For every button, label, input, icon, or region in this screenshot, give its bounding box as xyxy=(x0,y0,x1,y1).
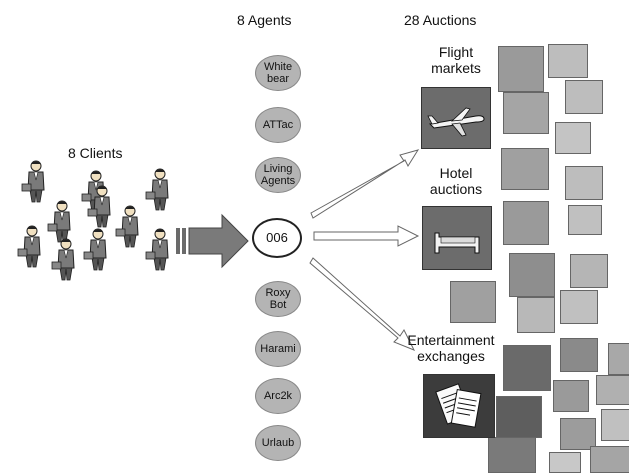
agent-label-line1: Living xyxy=(263,163,293,175)
bed-icon xyxy=(422,206,492,270)
entertainment-label-line2: exchanges xyxy=(417,348,485,364)
agent-attac: ATTac xyxy=(255,107,301,143)
agent-arc2k: Arc2k xyxy=(255,378,301,414)
clients-header: 8 Clients xyxy=(68,145,123,161)
flight-label-line2: markets xyxy=(431,60,481,76)
agent-label-line1: Urlaub xyxy=(261,437,295,449)
agent-label-line2: Agents xyxy=(260,175,296,187)
airplane-icon xyxy=(421,87,491,149)
agents-header: 8 Agents xyxy=(237,12,292,28)
tickets-icon xyxy=(423,374,495,438)
agent-label-line2: bear xyxy=(266,73,290,85)
hotel-label-line1: Hotel xyxy=(439,165,473,181)
agent-label-line1: 006 xyxy=(266,230,288,245)
auctions-header: 28 Auctions xyxy=(404,12,477,28)
agent-label-line1: ATTac xyxy=(262,119,294,131)
agent-harami: Harami xyxy=(255,331,301,367)
agent-label-line1: Arc2k xyxy=(263,390,293,402)
agent-urlaub: Urlaub xyxy=(255,425,301,461)
flight-label-line1: Flight xyxy=(438,44,474,60)
agent-label-line1: Roxy xyxy=(265,287,291,299)
agent-label-line1: White xyxy=(263,61,293,73)
agent-006: 006 xyxy=(252,218,302,258)
agent-label-line1: Harami xyxy=(260,343,296,355)
agent-label-line2: Bot xyxy=(269,299,287,311)
hotel-label-line2: auctions xyxy=(429,181,483,197)
entertainment-label-line1: Entertainment xyxy=(407,332,495,348)
